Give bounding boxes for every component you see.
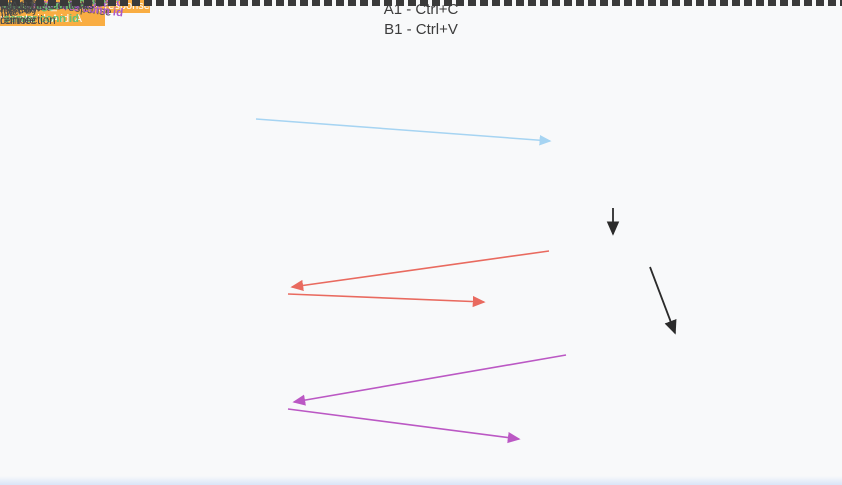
- lane-header-b1: B1 connection: [0, 0, 56, 28]
- server-conn-id-label: server conn id: [3, 12, 79, 25]
- node-istream-line2: remote id: A: [0, 13, 59, 25]
- arrow-format-data-response: [287, 293, 486, 308]
- lane-b1-role: connection: [0, 15, 56, 27]
- lane-header-a1: A1 remote: [0, 0, 36, 28]
- arrow-file-contents-request: [292, 354, 567, 406]
- lane-b1-name: B1: [20, 1, 35, 13]
- bottom-fade-strip: [0, 476, 842, 485]
- server-conn-id-label: server conn id: [3, 12, 79, 25]
- session-divider-dotted-line: [0, 0, 842, 6]
- title-line-2: B1 - Ctrl+V: [384, 21, 458, 38]
- title-line-1: A1 - Ctrl+C: [383, 1, 459, 18]
- arrow-getdata-to-istream: [649, 266, 677, 335]
- arrow-format-data-request: [290, 250, 550, 291]
- arrow-format-list: [255, 118, 552, 146]
- arrow-file-contents-response: [287, 408, 521, 444]
- lane-a1-name: A1: [10, 1, 25, 13]
- lane-a1-role: remote: [0, 15, 36, 27]
- diagram-title: A1 - Ctrl+C B1 - Ctrl+V: [0, 0, 842, 40]
